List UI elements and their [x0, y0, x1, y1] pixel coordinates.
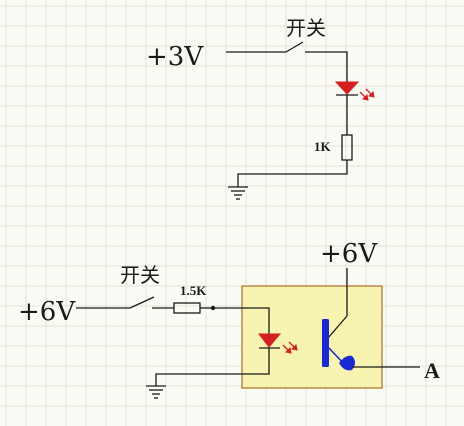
bottom-switch-blade	[129, 296, 155, 309]
top-switch-label: 开关	[286, 16, 326, 40]
bottom-ground-wire	[155, 348, 270, 386]
top-resistor	[341, 134, 353, 161]
top-resistor-label: 1K	[314, 139, 332, 154]
opto-led-light-arrows	[282, 341, 298, 354]
bottom-resistor-label: 1.5K	[180, 283, 207, 298]
opto-collector-line	[327, 315, 348, 339]
bottom-resistor-to-led-wire	[216, 307, 270, 334]
top-led	[334, 81, 360, 95]
top-led-light-arrows	[359, 88, 375, 101]
top-circuit: +3V 开关 1K	[146, 16, 375, 200]
bottom-switch-label: 开关	[120, 263, 160, 287]
bottom-circuit: +6V 开关 1.5K +6V	[18, 239, 440, 399]
bottom-ground-symbol	[146, 385, 166, 399]
bottom-resistor	[173, 302, 201, 314]
opto-led	[257, 333, 282, 348]
top-supply-label: +3V	[146, 42, 204, 72]
opto-supply-label: +6V	[320, 239, 378, 269]
top-switch-to-led-wire	[305, 51, 348, 82]
top-switch-blade	[285, 41, 304, 53]
bottom-junction-dot	[210, 305, 216, 311]
top-ground-wire	[237, 160, 348, 187]
opto-transistor-base	[322, 319, 329, 367]
output-label: A	[424, 358, 440, 383]
top-ground-symbol	[228, 186, 248, 200]
bottom-supply-label: +6V	[18, 297, 76, 327]
opto-emitter-arrow	[339, 355, 355, 371]
